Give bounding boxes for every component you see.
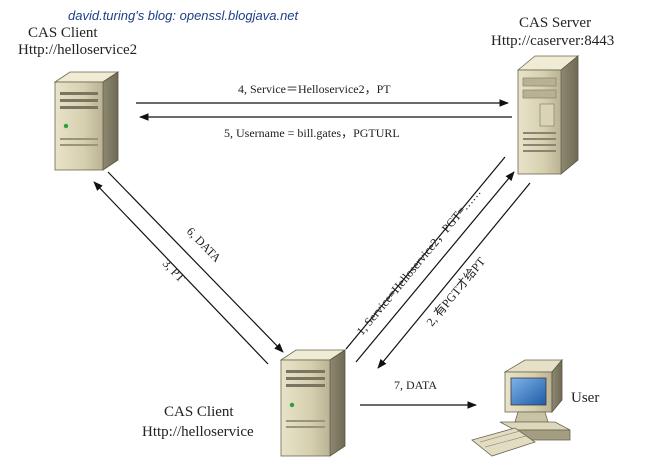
edge-2-arrow	[377, 182, 531, 369]
client2-url: Http://helloservice2	[18, 42, 137, 58]
edge-3-label: 3, PT	[160, 256, 189, 285]
client2-server-icon	[53, 71, 120, 171]
edge-1-arrow	[355, 171, 515, 363]
server-url: Http://caserver:8443	[491, 33, 614, 49]
user-workstation-icon	[471, 358, 571, 457]
edge-1-label: 1, Service=Helloservice2，PGT=……	[354, 185, 484, 338]
edge-3-arrow	[93, 181, 269, 365]
edge-1-arrow-alt	[345, 156, 506, 350]
client-server-icon	[279, 349, 347, 457]
client-url: Http://helloservice	[142, 424, 254, 440]
edge-2-label: 2, 有PGT才给PT	[423, 254, 488, 329]
blog-watermark: david.turing's blog: openssl.blogjava.ne…	[68, 8, 300, 23]
cas-server-tower-icon	[516, 55, 580, 175]
edge-5-label: 5, Username = bill.gates，PGTURL	[224, 126, 400, 140]
edge-4-label: 4, Service＝Helloservice2，PT	[238, 82, 391, 96]
edge-6-label: 6, DATA	[184, 224, 224, 265]
edge-6-arrow	[107, 171, 284, 353]
client-title: CAS Client	[164, 404, 234, 420]
server-title: CAS Server	[519, 15, 591, 31]
edge-7-label: 7, DATA	[394, 378, 437, 392]
user-label: User	[571, 390, 599, 406]
client2-title: CAS Client	[28, 25, 98, 41]
